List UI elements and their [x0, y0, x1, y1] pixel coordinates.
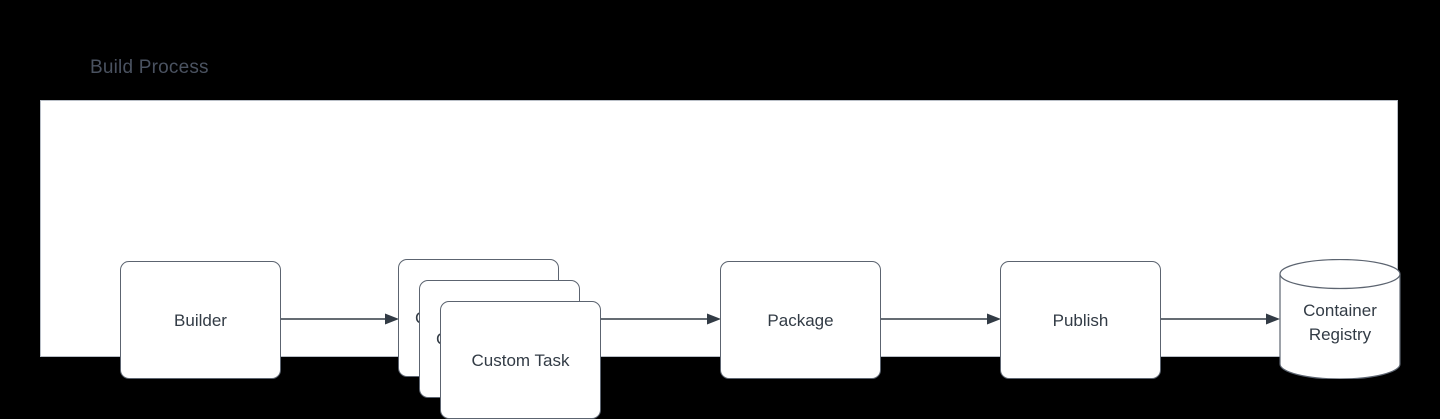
node-builder-label: Builder	[174, 310, 227, 330]
cylinder-icon	[1279, 259, 1401, 379]
node-container-registry-label-line2: Registry	[1308, 325, 1372, 344]
node-package[interactable]: Package	[720, 261, 881, 379]
connector-publish-to-container-registry	[1161, 312, 1280, 326]
node-publish-label: Publish	[1052, 310, 1109, 330]
connector-custom-task-to-package	[601, 312, 721, 326]
diagram-canvas: Build Process	[40, 57, 1401, 419]
diagram-title: Build Process	[90, 57, 209, 78]
node-container-registry-label-line1: Container	[1303, 301, 1377, 320]
node-container-registry-label-group: Container Registry	[1279, 259, 1401, 379]
build-process-panel: Builder Custom Task Custom Task Custom T…	[40, 100, 1401, 419]
node-container-registry[interactable]: Container Registry	[1279, 259, 1401, 379]
node-custom-task-label: Custom Task	[471, 350, 570, 370]
node-package-label: Package	[767, 310, 834, 330]
node-builder[interactable]: Builder	[120, 261, 281, 379]
connector-package-to-publish	[881, 312, 1001, 326]
node-custom-task[interactable]: Custom Task	[440, 301, 601, 419]
connector-builder-to-custom-task	[281, 312, 399, 326]
node-publish[interactable]: Publish	[1000, 261, 1161, 379]
